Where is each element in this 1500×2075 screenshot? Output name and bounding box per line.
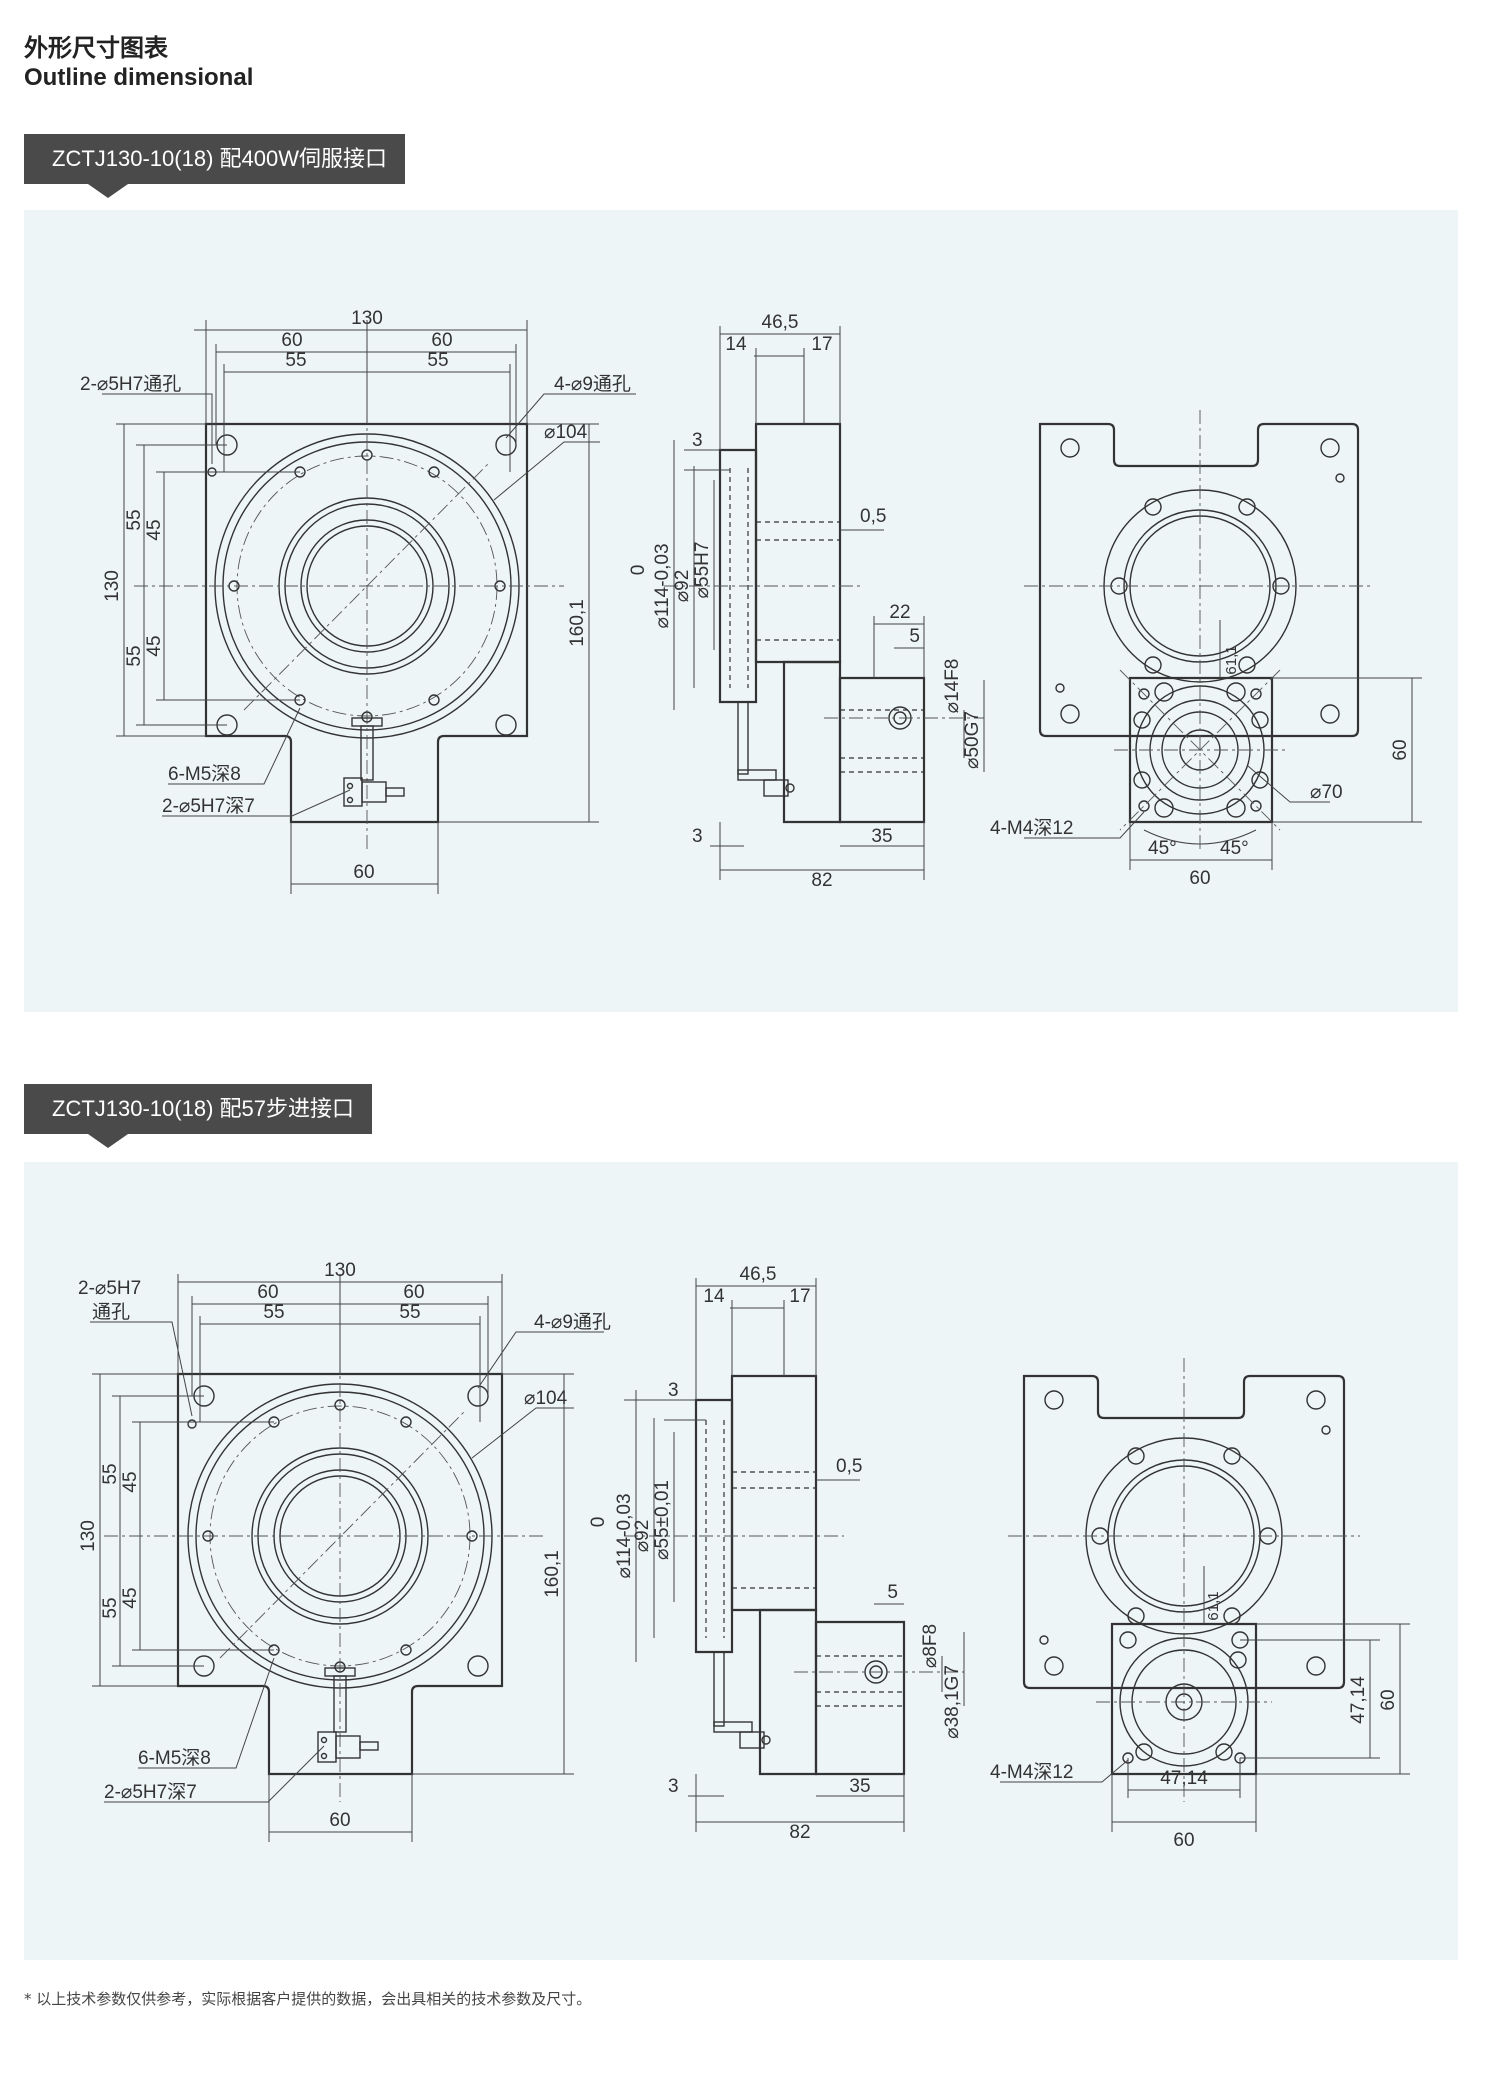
dim-side-0-5-2: 0,5 [836,1456,862,1477]
dim-side-14: 14 [725,334,747,355]
dim-height-160: 160,1 [567,599,588,647]
side-view: 46,5 14 17 3 0,5 0 ⌀114-0,03 ⌀92 ⌀55H7 2… [628,312,985,891]
dim-side-3-top: 3 [692,430,703,451]
dim-side-3-top-2: 3 [668,1380,679,1401]
label-dia-104: ⌀104 [544,422,588,443]
dim-motor-height-60-2: 60 [1378,1689,1399,1710]
label-through-hole-5h7: 2-⌀5H7通孔 [80,373,181,395]
label-m5-thread-2: 6-M5深8 [138,1747,211,1769]
label-pin-hole-2: 2-⌀5H7深7 [104,1781,197,1803]
dim-side-22: 22 [889,602,910,623]
dim-side-35: 35 [871,826,892,847]
dim-motor-61-1-2: 61,1 [1205,1591,1222,1620]
dim-side-17-2: 17 [789,1286,810,1307]
dim-width-60-right: 60 [431,330,452,351]
dim-width-60-left-2: 60 [257,1282,278,1303]
drawing-panel-servo: 130 60 60 55 55 2-⌀5H7通孔 4-⌀9通孔 ⌀104 130… [24,210,1458,1012]
dim-height-55-bottom-2: 55 [100,1597,121,1618]
label-m5-thread: 6-M5深8 [168,763,241,785]
dim-side-5: 5 [909,626,920,647]
dim-side-82-2: 82 [789,1822,810,1843]
dim-motor-47-14-vertical: 47,14 [1348,1676,1369,1724]
label-m4-thread-2: 4-M4深12 [990,1761,1073,1783]
label-dia-104-2: ⌀104 [524,1388,568,1409]
dim-side-dia-92: ⌀92 [672,570,693,603]
dim-height-45-bottom-2: 45 [120,1587,141,1608]
page-title: 外形尺寸图表 [24,34,168,62]
dim-height-130: 130 [102,570,123,602]
dim-motor-height-60: 60 [1390,739,1411,760]
dim-side-dia-14: ⌀14F8 [942,659,963,714]
dim-side-dia-114-2: ⌀114-0,03 [614,1493,635,1578]
footnote: * 以上技术参数仅供参考，实际根据客户提供的数据，会出具相关的技术参数及尺寸。 [24,1990,592,2008]
section-tab-stepper: ZCTJ130-10(18) 配57步进接口 [24,1084,372,1148]
dim-height-160-2: 160,1 [542,1550,563,1598]
dim-side-zero-2: 0 [588,1517,609,1528]
dim-motor-width-60: 60 [1189,868,1210,889]
dim-width-55-left-2: 55 [263,1302,284,1323]
dim-side-3-bottom: 3 [692,826,703,847]
drawing-servo: 130 60 60 55 55 2-⌀5H7通孔 4-⌀9通孔 ⌀104 130… [80,308,1422,894]
dim-side-35-2: 35 [849,1776,870,1797]
label-pin-hole: 2-⌀5H7深7 [162,795,255,817]
label-through-hole-5h7-2: 2-⌀5H7 [78,1278,141,1299]
label-through-hole-9: 4-⌀9通孔 [554,373,631,395]
motor-view-2: 4-M4深12 47,14 60 47,14 60 61,1 [990,1358,1410,1851]
drawing-panel-stepper: 130 60 60 55 55 2-⌀5H7 通孔 4-⌀9通孔 ⌀104 13… [24,1162,1458,1960]
dim-base-60-2: 60 [329,1810,350,1831]
dim-side-dia-38-2: ⌀38,1G7 [942,1665,963,1739]
dim-side-17: 17 [811,334,832,355]
dim-motor-47-14-horizontal: 47,14 [1160,1768,1208,1789]
dim-side-14-2: 14 [703,1286,725,1307]
dim-width-130-2: 130 [324,1260,356,1281]
section-tab-servo: ZCTJ130-10(18) 配400W伺服接口 [24,134,405,198]
dim-side-dia-8-2: ⌀8F8 [920,1624,941,1668]
label-m4-thread: 4-M4深12 [990,817,1073,839]
dim-side-0-5: 0,5 [860,506,886,527]
front-view: 130 60 60 55 55 2-⌀5H7通孔 4-⌀9通孔 ⌀104 130… [80,308,636,894]
drawing-stepper: 130 60 60 55 55 2-⌀5H7 通孔 4-⌀9通孔 ⌀104 13… [78,1260,1410,1851]
label-dia-70: ⌀70 [1310,782,1343,803]
dim-width-60-right-2: 60 [403,1282,424,1303]
motor-view: 4-M4深12 ⌀70 45° 45° 60 60 61,1 [990,410,1422,889]
dim-height-55-bottom: 55 [124,645,145,666]
label-angle-45-right: 45° [1220,838,1249,859]
dim-side-dia-55: ⌀55H7 [692,542,713,599]
label-through-hole-9-2: 4-⌀9通孔 [534,1311,611,1333]
front-view-2: 130 60 60 55 55 2-⌀5H7 通孔 4-⌀9通孔 ⌀104 13… [78,1260,611,1842]
dim-height-45-top: 45 [144,519,165,540]
dim-base-60: 60 [353,862,374,883]
dim-side-dia-114: ⌀114-0,03 [652,543,673,628]
dim-side-5-2: 5 [887,1582,898,1603]
label-angle-45-left: 45° [1148,838,1177,859]
page-subtitle: Outline dimensional [24,64,254,91]
dim-height-130-2: 130 [78,1520,99,1552]
dim-motor-width-60-2: 60 [1173,1830,1194,1851]
dim-height-45-top-2: 45 [120,1471,141,1492]
side-view-2: 46,5 14 17 3 0,5 0 ⌀114-0,03 ⌀92 ⌀55±0,0… [588,1264,965,1843]
dim-height-55-top: 55 [124,509,145,530]
dim-width-55-right: 55 [427,350,448,371]
dim-side-dia-92-2: ⌀92 [632,1520,653,1553]
dim-motor-61-1: 61,1 [1223,645,1240,674]
dim-side-46-5: 46,5 [762,312,799,333]
dim-side-dia-50: ⌀50G7 [962,711,983,769]
dim-side-zero: 0 [628,565,649,576]
dim-side-dia-55-2: ⌀55±0,01 [652,1480,673,1560]
dim-width-60-left: 60 [281,330,302,351]
dim-side-82: 82 [811,870,832,891]
label-through-hole-5h7-tong-2: 通孔 [92,1301,130,1323]
dim-side-46-5-2: 46,5 [740,1264,777,1285]
dim-width-130: 130 [351,308,383,329]
dim-height-45-bottom: 45 [144,635,165,656]
dim-width-55-right-2: 55 [399,1302,420,1323]
dim-width-55-left: 55 [285,350,306,371]
dim-height-55-top-2: 55 [100,1463,121,1484]
dim-side-3-bottom-2: 3 [668,1776,679,1797]
